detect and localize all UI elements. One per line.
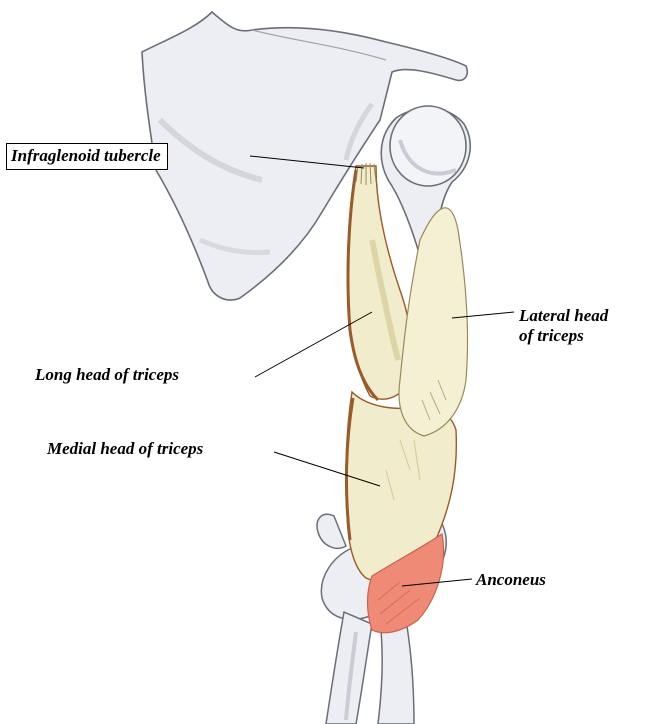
- label-medial-head: Medial head of triceps: [47, 439, 203, 459]
- label-anconeus: Anconeus: [476, 570, 546, 590]
- label-lateral-head: Lateral head of triceps: [519, 306, 608, 347]
- label-lateral-head-line2: of triceps: [519, 326, 608, 346]
- triceps-lateral-head: [399, 208, 468, 436]
- label-lateral-head-line1: Lateral head: [519, 306, 608, 326]
- label-infraglenoid-tubercle: Infraglenoid tubercle: [6, 143, 168, 170]
- label-long-head: Long head of triceps: [35, 365, 179, 385]
